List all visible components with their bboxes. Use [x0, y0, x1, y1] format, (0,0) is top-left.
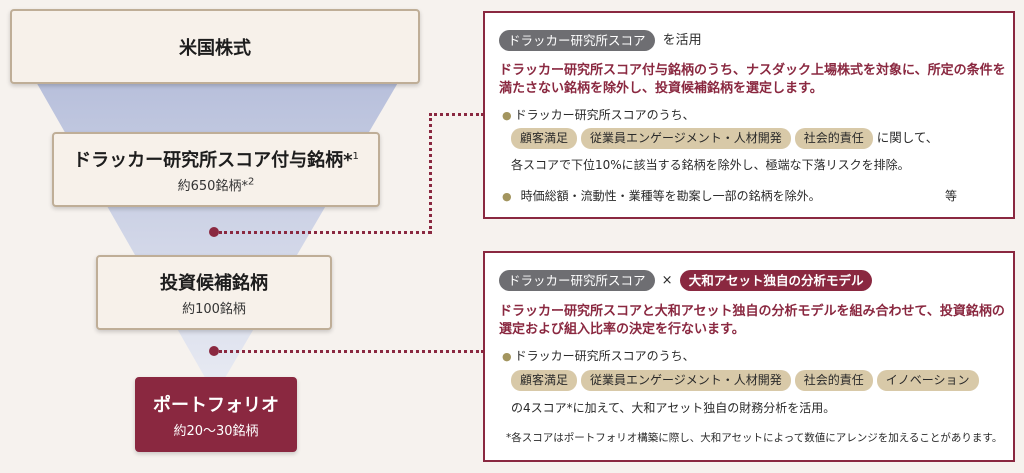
footnote: *各スコアはポートフォリオ構築に際し、大和アセットによって数値にアレンジを加える…: [506, 432, 1003, 444]
lead-line: 満たさない銘柄を除外し、投資候補銘柄を選定します。: [499, 81, 823, 96]
stage-title: 投資候補銘柄: [160, 272, 268, 294]
stage-candidates: 投資候補銘柄 約100銘柄: [96, 255, 332, 330]
connector-line: [219, 231, 431, 234]
connector-line: [429, 113, 484, 116]
stage-title: 米国株式: [179, 37, 251, 59]
panel-header: ドラッカー研究所スコア × 大和アセット独自の分析モデル: [499, 270, 873, 291]
tag-row: 顧客満足従業員エンゲージメント・人材開発社会的責任イノベーション: [511, 370, 983, 391]
stage-count: 約100銘柄: [182, 301, 246, 317]
times-sign: ×: [661, 273, 673, 288]
connector-line: [219, 350, 484, 353]
stage-title: ドラッカー研究所スコア付与銘柄*: [73, 149, 353, 171]
panel-lead: ドラッカー研究所スコア付与銘柄のうち、ナスダック上場株式を対象に、所定の条件を …: [499, 62, 1006, 98]
bullet-icon: ●: [502, 109, 512, 122]
etc-label: 等: [945, 189, 958, 203]
daiwa-model-pill: 大和アセット独自の分析モデル: [679, 270, 873, 291]
tag-row: 顧客満足従業員エンゲージメント・人材開発社会的責任に関して、: [511, 128, 938, 149]
lead-line: ドラッカー研究所スコアと大和アセット独自の分析モデルを組み合わせて、投資銘柄の: [499, 304, 1005, 319]
tags-suffix: に関して、: [876, 130, 939, 145]
bullet-icon: ●: [502, 350, 512, 363]
panel-header: ドラッカー研究所スコア を活用: [499, 29, 702, 51]
connector-line: [429, 113, 432, 234]
tag-employee-engagement: 従業員エンゲージメント・人材開発: [581, 128, 791, 149]
body-line: の4スコア*に加えて、大和アセット独自の財務分析を活用。: [511, 401, 836, 415]
stage-count: 約20～30銘柄: [173, 423, 259, 439]
footnote-mark: 1: [352, 150, 359, 162]
tag-customer-satisfaction: 顧客満足: [511, 128, 578, 149]
stage-scored-stocks: ドラッカー研究所スコア付与銘柄*1 約650銘柄*2: [52, 132, 380, 207]
bullet-item: ●ドラッカー研究所スコアのうち、: [502, 349, 695, 363]
bullet-item: ●時価総額・流動性・業種等を勘案し一部の銘柄を除外。: [502, 189, 821, 203]
footnote-mark: 2: [247, 176, 255, 188]
body-line: 各スコアで下位10%に該当する銘柄を除外し、極端な下落リスクを排除。: [511, 158, 910, 172]
stage-portfolio: ポートフォリオ 約20～30銘柄: [135, 377, 297, 452]
drucker-score-pill: ドラッカー研究所スコア: [499, 30, 655, 51]
bullet-item: ●ドラッカー研究所スコアのうち、: [502, 108, 695, 122]
tag-social-responsibility: 社会的責任: [794, 128, 873, 149]
tag-employee-engagement: 従業員エンゲージメント・人材開発: [581, 370, 791, 391]
header-suffix: を活用: [662, 33, 702, 48]
stage-us-stocks: 米国株式: [10, 9, 420, 84]
drucker-score-pill: ドラッカー研究所スコア: [499, 270, 655, 291]
stage-title: ポートフォリオ: [153, 394, 279, 416]
stage-count: 約650銘柄*: [177, 178, 248, 194]
panel-lead: ドラッカー研究所スコアと大和アセット独自の分析モデルを組み合わせて、投資銘柄の …: [499, 303, 1005, 339]
tag-customer-satisfaction: 顧客満足: [511, 370, 578, 391]
connector-dot: [209, 227, 219, 237]
tag-social-responsibility: 社会的責任: [794, 370, 873, 391]
connector-dot: [209, 346, 219, 356]
lead-line: ドラッカー研究所スコア付与銘柄のうち、ナスダック上場株式を対象に、所定の条件を: [499, 63, 1006, 78]
bullet-icon: ●: [502, 190, 512, 203]
tag-innovation: イノベーション: [876, 370, 979, 391]
lead-line: 選定および組入比率の決定を行ないます。: [499, 322, 745, 337]
